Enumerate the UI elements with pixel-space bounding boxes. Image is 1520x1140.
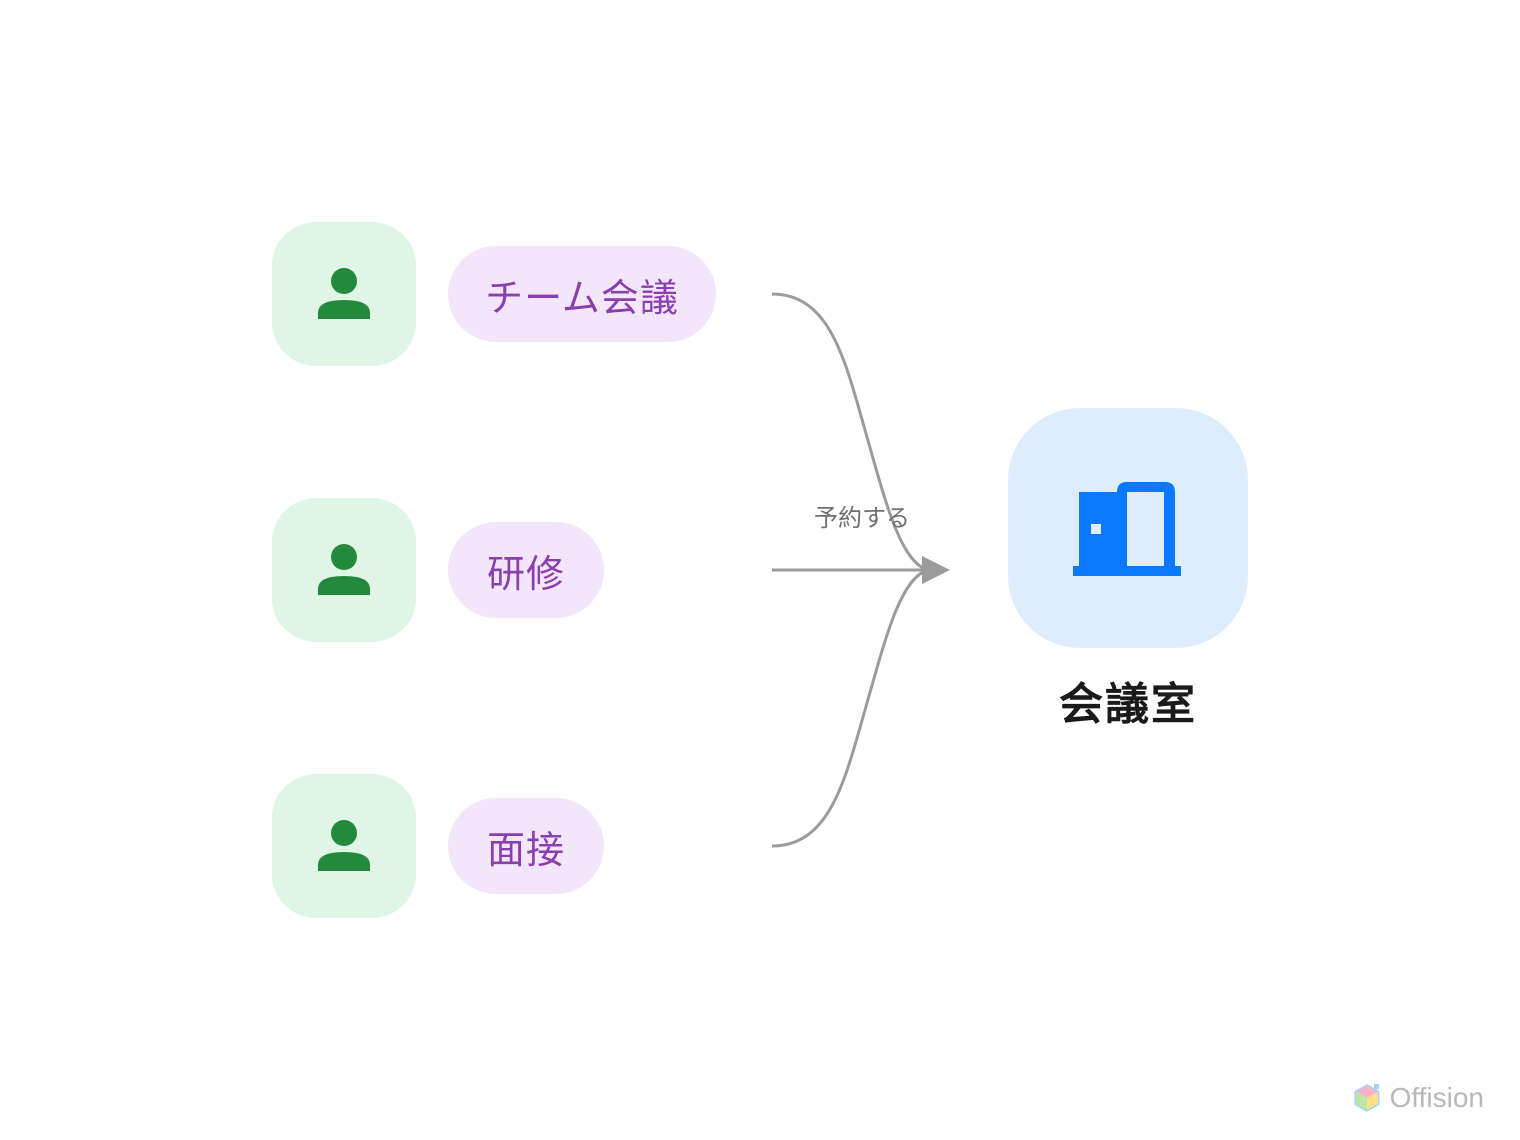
- door-icon: [1073, 482, 1181, 576]
- connector-bottom: [771, 568, 929, 848]
- meeting-room-label: 会議室: [1059, 679, 1197, 730]
- purpose-label: チーム会議: [485, 275, 679, 320]
- brand-name: Offision: [1389, 1082, 1484, 1113]
- purpose-label: 面接: [487, 827, 566, 872]
- person-icon: [318, 544, 370, 595]
- edge-label-reserve: 予約する: [814, 504, 910, 532]
- purpose-label: 研修: [487, 551, 566, 596]
- purpose-pill-training: 研修: [448, 522, 604, 618]
- brand-watermark: Offision: [1354, 1082, 1484, 1114]
- connector-top: [771, 292, 929, 572]
- offision-logo-icon: [1354, 1084, 1380, 1112]
- purpose-pill-interview: 面接: [448, 798, 604, 894]
- arrowhead-icon: [922, 556, 950, 584]
- person-icon: [318, 820, 370, 871]
- purpose-pill-team-meeting: チーム会議: [448, 246, 716, 342]
- person-avatar-1: [272, 222, 416, 366]
- meeting-room-tile: [1008, 408, 1248, 648]
- person-icon: [318, 268, 370, 319]
- person-avatar-2: [272, 498, 416, 642]
- person-avatar-3: [272, 774, 416, 918]
